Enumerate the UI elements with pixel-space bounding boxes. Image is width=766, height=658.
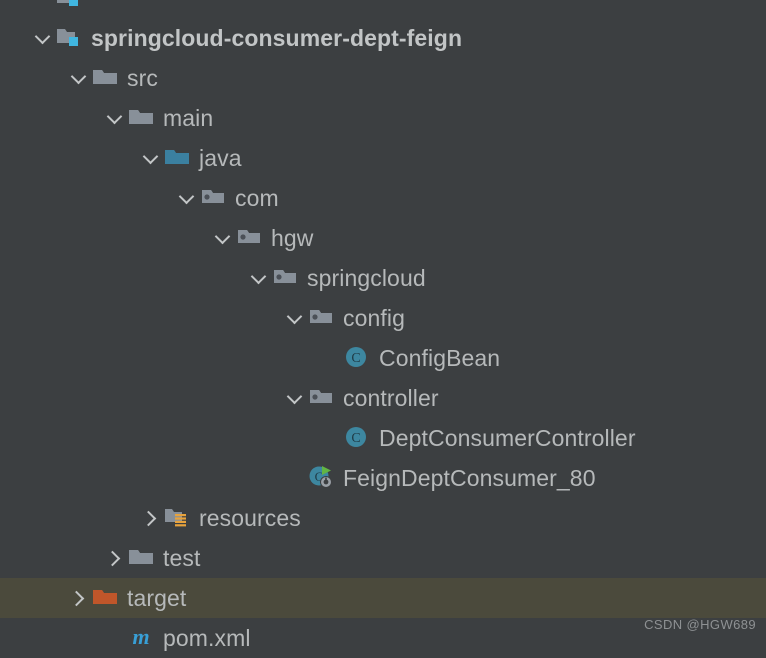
source-folder-icon	[164, 145, 194, 171]
tree-row-deptconsumercontroller[interactable]: C DeptConsumerController	[0, 418, 766, 458]
chevron-right-icon[interactable]	[66, 585, 92, 611]
tree-row-label: resources	[199, 505, 301, 531]
twisty-placeholder	[30, 0, 56, 11]
tree-row-label: java	[199, 145, 242, 171]
tree-row-config[interactable]: config	[0, 298, 766, 338]
package-icon	[308, 305, 338, 331]
tree-row-com[interactable]: com	[0, 178, 766, 218]
svg-text:C: C	[351, 351, 360, 366]
tree-row-label: springcloud	[307, 265, 426, 291]
tree-row-label: ConfigBean	[379, 345, 501, 371]
svg-text:C: C	[351, 431, 360, 446]
tree-row-label: pom.xml	[163, 625, 251, 651]
tree-row-label: config	[343, 305, 405, 331]
tree-row-hgw[interactable]: hgw	[0, 218, 766, 258]
tree-row-label: FeignDeptConsumer_80	[343, 465, 596, 491]
tree-row-label: com	[235, 185, 279, 211]
chevron-down-icon[interactable]	[282, 305, 308, 331]
chevron-down-icon[interactable]	[246, 265, 272, 291]
svg-text:C: C	[315, 469, 324, 484]
svg-text:m: m	[132, 625, 149, 649]
chevron-down-icon[interactable]	[66, 65, 92, 91]
tree-row-feigndeptconsumer-80[interactable]: C FeignDeptConsumer_80	[0, 458, 766, 498]
spring-boot-runnable-class-icon: C	[308, 465, 338, 491]
chevron-down-icon[interactable]	[174, 185, 200, 211]
twisty-placeholder	[318, 425, 344, 451]
tree-row-src[interactable]: src	[0, 58, 766, 98]
chevron-down-icon[interactable]	[102, 105, 128, 131]
tree-row-label: DeptConsumerController	[379, 425, 636, 451]
tree-row-label: main	[163, 105, 214, 131]
tree-row-label: target	[127, 585, 187, 611]
tree-row-label: hgw	[271, 225, 314, 251]
tree-row-target[interactable]: target	[0, 578, 766, 618]
tree-row-java[interactable]: java	[0, 138, 766, 178]
package-icon	[236, 225, 266, 251]
chevron-down-icon[interactable]	[30, 25, 56, 51]
tree-row-clipped-row[interactable]	[0, 0, 766, 18]
package-icon	[200, 185, 230, 211]
excluded-folder-icon	[92, 585, 122, 611]
tree-row-resources[interactable]: resources	[0, 498, 766, 538]
java-class-icon: C	[344, 425, 374, 451]
chevron-down-icon[interactable]	[282, 385, 308, 411]
twisty-placeholder	[102, 625, 128, 651]
watermark: CSDN @HGW689	[644, 617, 756, 632]
module-folder-icon	[56, 0, 86, 11]
resources-folder-icon	[164, 505, 194, 531]
maven-pom-icon: m	[128, 625, 158, 651]
chevron-right-icon[interactable]	[102, 545, 128, 571]
tree-row-label: controller	[343, 385, 439, 411]
package-icon	[308, 385, 338, 411]
java-class-icon: C	[344, 345, 374, 371]
twisty-placeholder	[282, 465, 308, 491]
module-folder-icon	[56, 25, 86, 51]
tree-row-label: springcloud-consumer-dept-feign	[91, 25, 463, 51]
tree-row-main[interactable]: main	[0, 98, 766, 138]
tree-row-configbean[interactable]: C ConfigBean	[0, 338, 766, 378]
tree-row-springcloud[interactable]: springcloud	[0, 258, 766, 298]
tree-row-test[interactable]: test	[0, 538, 766, 578]
folder-icon	[128, 105, 158, 131]
tree-row-label: test	[163, 545, 201, 571]
tree-row-controller[interactable]: controller	[0, 378, 766, 418]
chevron-down-icon[interactable]	[210, 225, 236, 251]
chevron-down-icon[interactable]	[138, 145, 164, 171]
folder-icon	[92, 65, 122, 91]
folder-icon	[128, 545, 158, 571]
tree-row-label: src	[127, 65, 158, 91]
twisty-placeholder	[318, 345, 344, 371]
tree-row-springcloud-consumer-dept-feign[interactable]: springcloud-consumer-dept-feign	[0, 18, 766, 58]
package-icon	[272, 265, 302, 291]
chevron-right-icon[interactable]	[138, 505, 164, 531]
